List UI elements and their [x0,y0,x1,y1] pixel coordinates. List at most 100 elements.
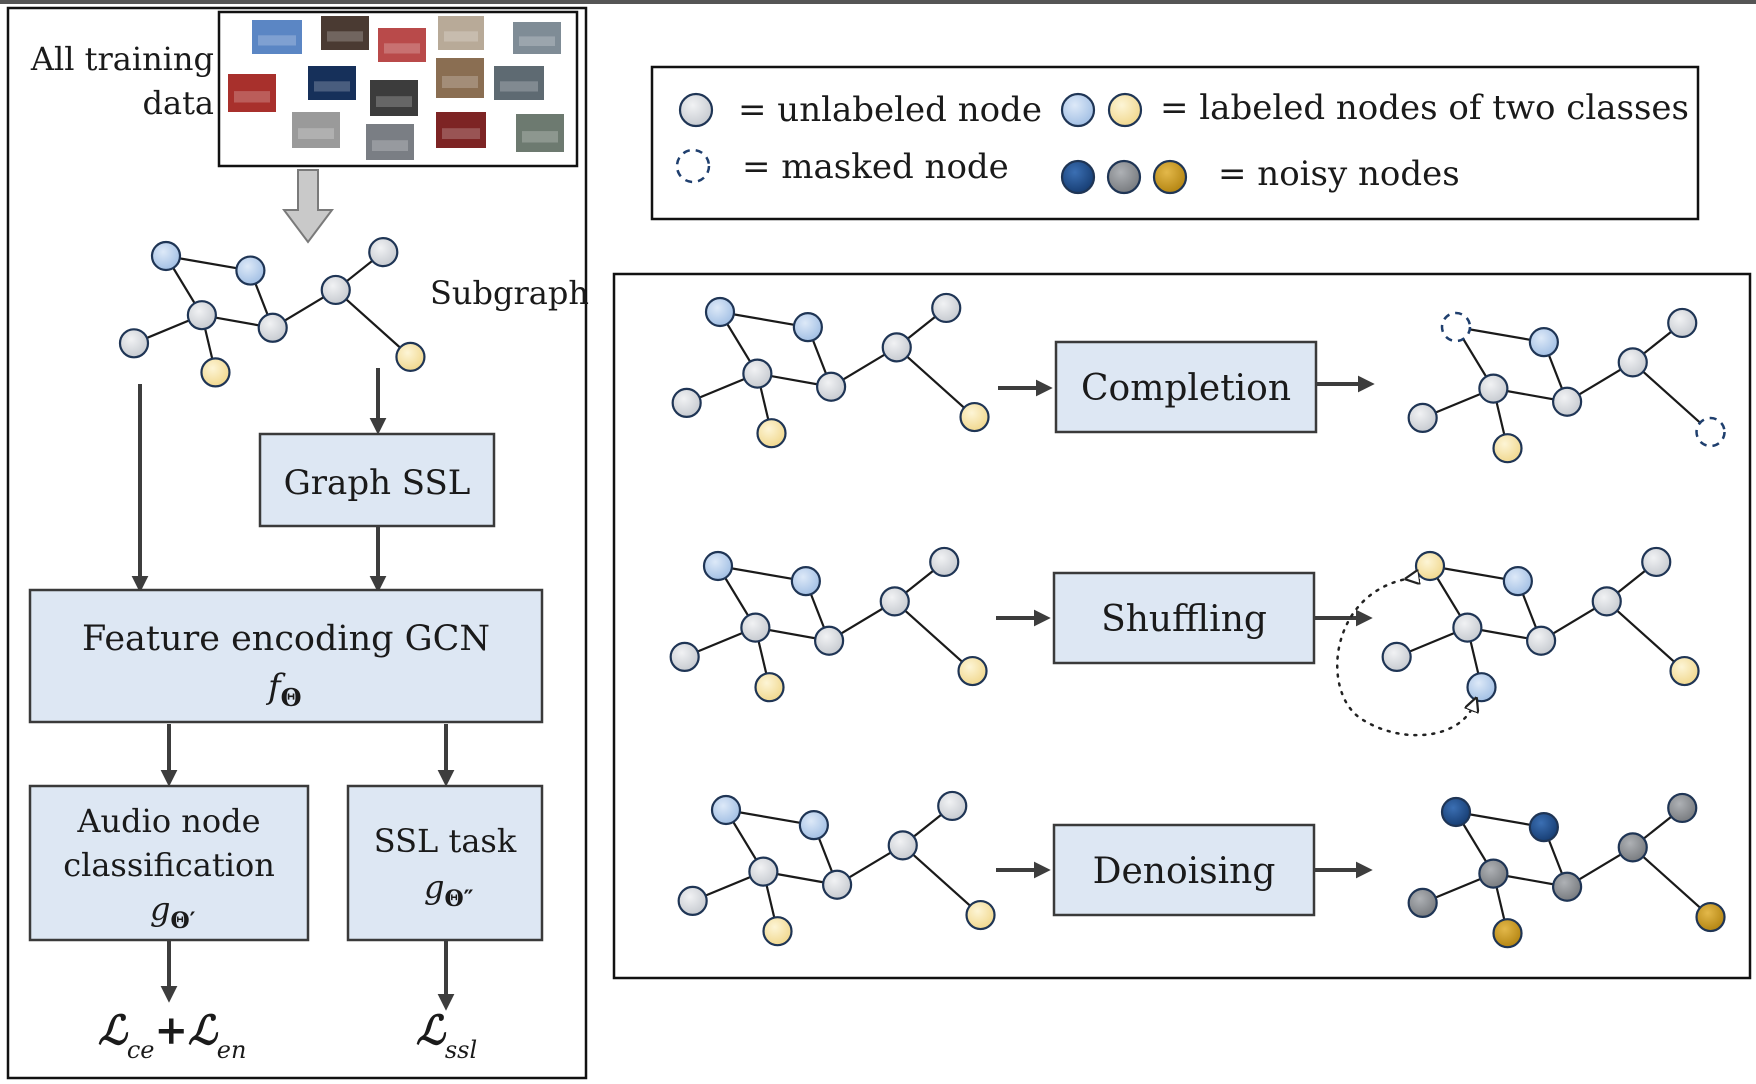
masked-node [1440,311,1472,343]
left-panel-frame [6,6,588,1080]
thumbnail-airplane [252,20,302,54]
graph-ssl-label: Graph SSL [284,463,471,503]
labeled-node-yellow [762,916,793,947]
labeled-node-blue [702,550,734,582]
graph-edge [902,844,982,916]
graph-edge [1606,600,1686,672]
unlabeled-node [813,625,845,656]
unlabeled-node [740,612,771,643]
noisy-node-gray [1478,858,1509,889]
unlabeled-node [257,312,288,343]
ssl-tasks-panel [612,272,1752,980]
thumbnail-highlight [442,128,480,139]
unlabeled-node [320,274,351,306]
unlabeled-node [118,328,150,359]
thumbnail-sea [494,66,544,100]
training-data-label: All training [30,40,214,78]
g-theta-prime-symbol: gΘ′ [150,890,196,934]
labeled-node-blue [235,255,266,286]
thumbnail-highlight [442,76,478,88]
thumbnail-highlight [258,35,296,46]
unlabeled-node [881,332,912,363]
noisy-node-gray [1551,871,1583,902]
labeled-node-yellow [965,899,996,931]
thumbnail-highlight [444,31,478,42]
thumbnail-highlight [327,31,363,42]
unlabeled-node [1591,586,1622,617]
denoising-label: Denoising [1093,851,1276,892]
labeled-node-yellow [959,401,990,433]
legend-noisy-label: = noisy nodes [1218,154,1460,194]
unlabeled-node [821,869,853,900]
feature-encoding-label: Feature encoding GCN [82,619,490,659]
subgraph-label: Subgraph [430,274,589,312]
graph-edge [894,600,974,672]
labeled-node-yellow [1669,655,1700,687]
audio-node-label: Audio node [76,802,260,840]
labeled-node-blue [710,794,742,826]
ssl-task-label: SSL task [374,822,517,860]
down-arrow-icon [282,169,334,244]
unlabeled-node [742,358,773,389]
thumbnail-fire-truck [436,112,486,148]
training-data-label-2: data [143,84,215,122]
completion-label: Completion [1081,368,1291,409]
unlabeled-node [1478,373,1509,404]
thumbnail-room [438,16,484,50]
noisy-node-gold [1492,918,1523,949]
thumbnail-car [321,16,369,50]
thumbnail-highlight [372,140,408,151]
shuffling-label: Shuffling [1101,599,1267,640]
shuffling-box [1052,571,1316,665]
labeled-node-blue [1502,566,1533,597]
g-theta-double-prime-symbol: gΘ″ [424,868,474,912]
noisy-node-gold [1695,901,1726,933]
noisy-node-blue [1060,159,1096,195]
thumbnail-cat [292,112,340,148]
unlabeled-node [678,92,714,128]
thumbnail-highlight [234,91,270,103]
subgraph-graph [118,237,426,388]
thumbnail-highlight [314,81,350,92]
completion-box [1054,340,1318,434]
masked-node [675,148,711,184]
legend-masked-label: = masked node [742,147,1009,187]
thumbnail-highlight [522,131,558,143]
noisy-node-blue [1440,796,1472,828]
noisy-node-gray [1667,792,1698,824]
ce-en-loss-label: ℒce+ℒen [98,1007,246,1064]
labeled-node-yellow [957,655,988,687]
legend-box [650,65,1700,221]
labeled-node-yellow [200,357,231,388]
graph-edge [1632,361,1712,433]
noisy-node-gold [1152,159,1188,195]
thumbnail-highlight [500,81,538,92]
graph-edge [1632,846,1712,918]
labeled-node-blue [1466,672,1497,703]
thumbnail-highlight [376,96,412,107]
training-image-thumbnails [228,16,564,160]
ssl-loss-label: ℒssl [416,1007,477,1064]
unlabeled-node [1551,386,1583,417]
feature-encoding-box [28,588,544,724]
labeled-node-blue [1528,327,1559,358]
unlabeled-node [1617,347,1648,378]
unlabeled-node [671,387,702,418]
labeled-node-yellow [1492,433,1523,464]
unlabeled-node [1407,402,1438,433]
labeled-node-blue [792,312,823,343]
unlabeled-node [1452,612,1483,643]
masked-node [1695,416,1726,448]
graph-edge [335,289,412,358]
labeled-node-blue [790,566,821,597]
thumbnail-train [378,28,426,62]
classification-label: classification [63,846,275,884]
unlabeled-node [368,237,399,268]
labeled-node-blue [798,810,829,841]
ssl-task-box [346,784,544,942]
ssl-task-graphs [669,292,1726,949]
window-top-border [0,0,1756,4]
unlabeled-node [1641,546,1672,578]
unlabeled-node [931,292,962,324]
graph-edge [896,346,976,418]
